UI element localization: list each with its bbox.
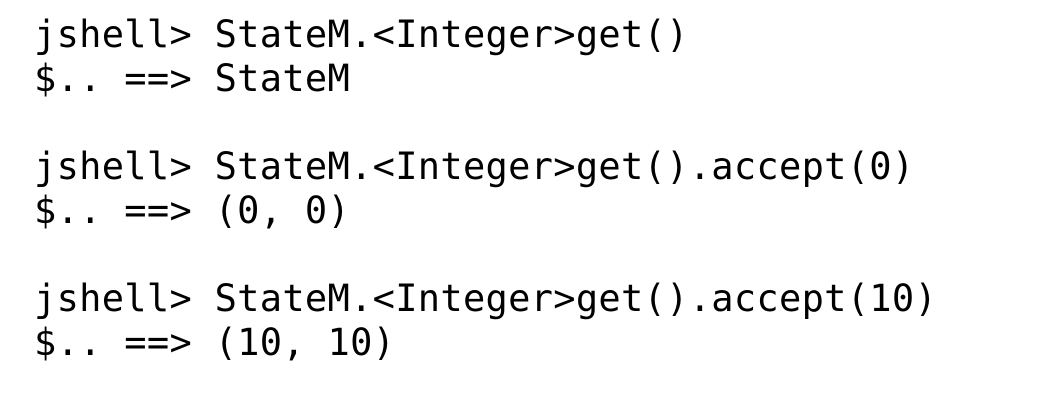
command-input: StateM.<Integer>get().accept(10) <box>214 277 938 320</box>
command-input: StateM.<Integer>get() <box>214 13 689 56</box>
jshell-prompt: jshell> <box>34 145 215 188</box>
command-line: jshell> StateM.<Integer>get().accept(0) <box>34 145 1046 189</box>
result-prefix: $.. ==> <box>34 189 215 232</box>
result-value: StateM <box>214 57 351 100</box>
jshell-prompt: jshell> <box>34 277 215 320</box>
blank-line <box>34 101 1046 145</box>
result-line: $.. ==> (10, 10) <box>34 321 1046 365</box>
result-value: (0, 0) <box>214 189 351 232</box>
command-line: jshell> StateM.<Integer>get().accept(10) <box>34 277 1046 321</box>
command-line: jshell> StateM.<Integer>get() <box>34 13 1046 57</box>
result-line: $.. ==> (0, 0) <box>34 189 1046 233</box>
blank-line <box>34 233 1046 277</box>
jshell-console[interactable]: jshell> StateM.<Integer>get() $.. ==> St… <box>34 13 1046 365</box>
result-prefix: $.. ==> <box>34 57 215 100</box>
result-line: $.. ==> StateM <box>34 57 1046 101</box>
command-input: StateM.<Integer>get().accept(0) <box>214 145 915 188</box>
result-prefix: $.. ==> <box>34 321 215 364</box>
result-value: (10, 10) <box>214 321 396 364</box>
jshell-prompt: jshell> <box>34 13 215 56</box>
